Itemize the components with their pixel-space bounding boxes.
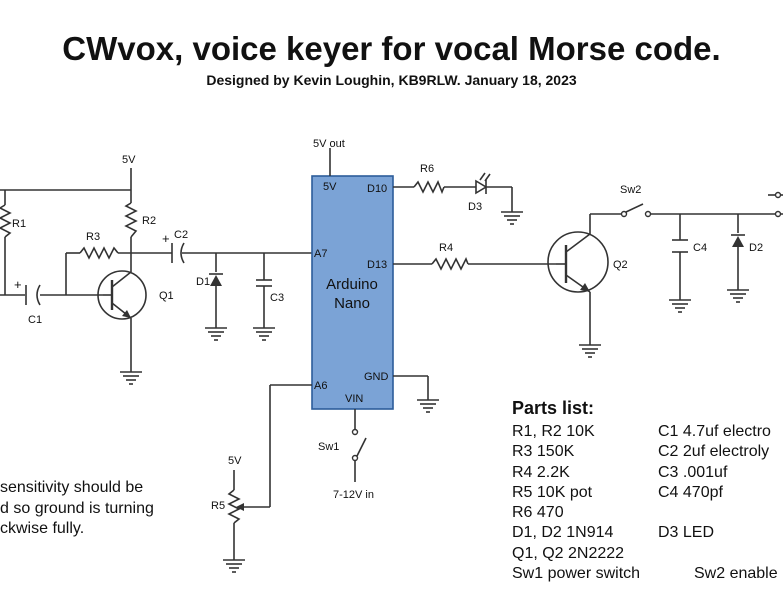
parts-row: D1, D2 1N914 D3 LED	[512, 524, 783, 544]
resistor-r2	[124, 202, 138, 238]
pin-5v: 5V	[323, 181, 337, 193]
label-q2: Q2	[613, 259, 628, 271]
label-7-12v: 7-12V in	[333, 489, 374, 501]
parts-left: D1, D2 1N914	[512, 524, 614, 542]
switch-sw1	[351, 428, 367, 462]
label-5v-top: 5V	[122, 154, 136, 166]
label-r2: R2	[142, 215, 156, 227]
parts-row: R4 2.2K C3 .001uf	[512, 464, 783, 484]
capacitor-c4	[672, 239, 688, 253]
diode-d2	[731, 234, 745, 247]
capacitor-c2	[171, 242, 185, 264]
resistor-r3	[79, 246, 119, 260]
wires-output	[590, 194, 783, 300]
transistor-q2	[547, 214, 609, 345]
parts-row: R6 470	[512, 504, 783, 524]
pin-d13: D13	[367, 259, 387, 271]
parts-left: Q1, Q2 2N2222	[512, 544, 625, 562]
diagram-title: CWvox, voice keyer for vocal Morse code.	[62, 30, 721, 67]
pin-a6: A6	[314, 380, 327, 392]
note-line: d so ground is turning	[0, 499, 154, 517]
capacitor-c1	[25, 284, 41, 306]
parts-left: R4 2.2K	[512, 463, 570, 481]
diagram-subtitle: Designed by Kevin Loughin, KB9RLW. Janua…	[206, 72, 577, 88]
label-r4: R4	[439, 242, 453, 254]
pin-gnd: GND	[364, 371, 389, 383]
label-plus-c2: +	[162, 231, 170, 246]
potentiometer-r5	[227, 470, 244, 560]
label-c2: C2	[174, 229, 188, 241]
output-terminal-1	[774, 191, 782, 199]
wires-left	[0, 168, 312, 372]
pin-a7: A7	[314, 248, 327, 260]
label-d3: D3	[468, 201, 482, 213]
parts-left: R1, R2 10K	[512, 423, 595, 440]
parts-list-heading: Parts list:	[512, 398, 595, 418]
parts-row: R3 150K C2 2uf electroly	[512, 443, 783, 463]
arduino-label-line2: Nano	[334, 295, 370, 312]
parts-right: C2 2uf electroly	[658, 443, 770, 461]
parts-left: R6 470	[512, 504, 564, 522]
resistor-r4	[431, 257, 469, 271]
arduino-label-line1: Arduino	[326, 276, 378, 293]
parts-left: Sw1 power switch	[512, 565, 641, 583]
transistor-q1	[97, 253, 147, 320]
label-c1: C1	[28, 314, 42, 326]
parts-row: R5 10K pot C4 470pf	[512, 484, 783, 504]
ground-c4	[668, 299, 692, 313]
switch-sw2	[620, 203, 652, 218]
parts-row: Q1, Q2 2N2222	[512, 545, 783, 565]
label-sw1: Sw1	[318, 441, 339, 453]
sensitivity-note: sensitivity should be d so ground is tur…	[0, 478, 200, 540]
label-d1: D1	[196, 276, 210, 288]
label-c4: C4	[693, 242, 707, 254]
note-line: ckwise fully.	[0, 520, 85, 537]
parts-right: Sw2 enable	[694, 565, 778, 583]
resistor-r6	[413, 180, 445, 195]
label-r6: R6	[420, 163, 434, 175]
label-r5: R5	[211, 500, 225, 512]
resistor-r1	[0, 204, 12, 238]
parts-left: R5 10K pot	[512, 483, 593, 501]
output-terminal-2	[774, 210, 782, 218]
parts-right: C4 470pf	[658, 483, 723, 501]
label-r1: R1	[12, 218, 26, 230]
parts-right: C1 4.7uf electro	[658, 423, 771, 440]
label-r3: R3	[86, 231, 100, 243]
parts-row: Sw1 power switch Sw2 enable	[512, 565, 783, 585]
ground-led	[500, 211, 524, 225]
note-line: sensitivity should be	[0, 479, 144, 496]
label-d2: D2	[749, 242, 763, 254]
capacitor-c3	[252, 253, 276, 341]
ground-d2	[726, 289, 750, 303]
label-5v-r5: 5V	[228, 455, 242, 467]
diode-d1	[204, 253, 228, 341]
parts-left: R3 150K	[512, 443, 575, 461]
ground-arduino	[416, 399, 440, 413]
label-plus-c1: +	[14, 277, 22, 292]
arduino-nano	[311, 175, 394, 410]
label-5v-out: 5V out	[313, 138, 345, 150]
label-q1: Q1	[159, 290, 174, 302]
pin-d10: D10	[367, 183, 387, 195]
wires-arduino	[242, 148, 556, 508]
parts-right: C3 .001uf	[658, 463, 728, 481]
ground-q2	[578, 344, 602, 358]
parts-list: Parts list: R1, R2 10K C1 4.7uf electro …	[512, 398, 783, 585]
ground-q1	[119, 371, 143, 385]
label-c3: C3	[270, 292, 284, 304]
ground-r5	[222, 559, 246, 573]
parts-row: R1, R2 10K C1 4.7uf electro	[512, 423, 783, 443]
led-d3	[475, 172, 491, 195]
pin-vin: VIN	[345, 393, 363, 405]
parts-right: D3 LED	[658, 524, 715, 542]
label-sw2: Sw2	[620, 184, 641, 196]
